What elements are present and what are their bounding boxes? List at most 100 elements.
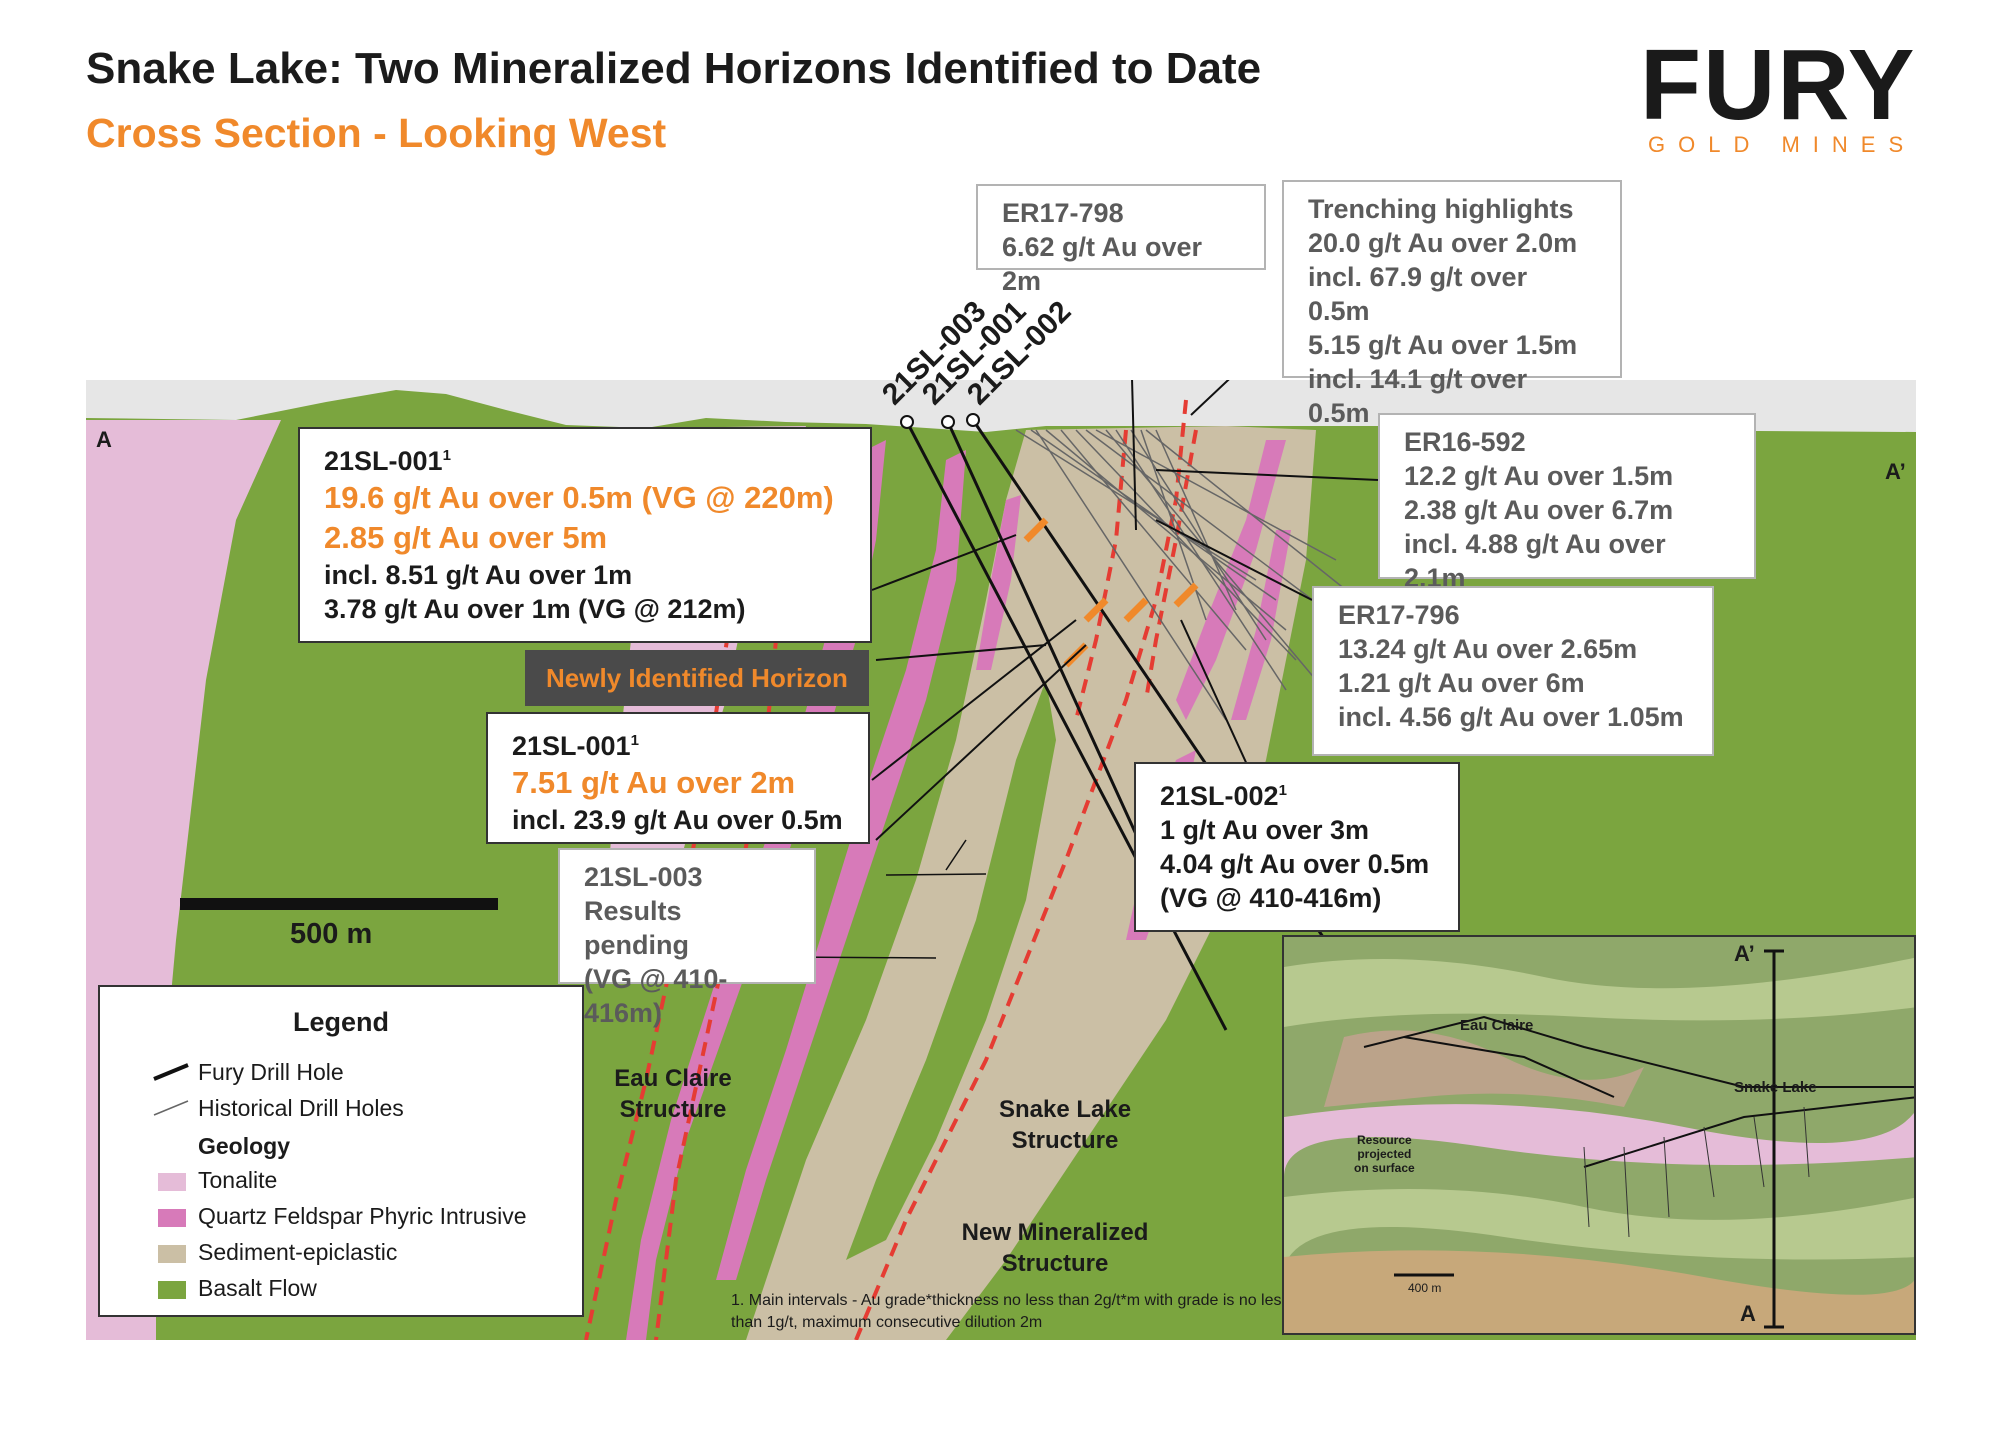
page-title: Snake Lake: Two Mineralized Horizons Ide… bbox=[86, 44, 1262, 93]
callout-line: 20.0 g/t Au over 2.0m bbox=[1308, 228, 1578, 258]
callout-21sl-002: 21SL-0021 1 g/t Au over 3m 4.04 g/t Au o… bbox=[1134, 762, 1460, 932]
structure-label-new-mineralized: New Mineralized Structure bbox=[950, 1217, 1160, 1279]
inset-label-eau-claire: Eau Claire bbox=[1460, 1017, 1534, 1034]
callout-title: Trenching highlights bbox=[1308, 194, 1574, 224]
footnote: 1. Main intervals - Au grade*thickness n… bbox=[731, 1292, 1290, 1331]
qfp-intrusive-stripe bbox=[976, 495, 1021, 670]
callout-line: 3.78 g/t Au over 1m (VG @ 212m) bbox=[324, 594, 746, 624]
legend-item-qfp: Quartz Feldspar Phyric Intrusive bbox=[198, 1203, 527, 1229]
structure-label-line: Structure bbox=[1001, 1250, 1109, 1277]
legend-swatch-sediment bbox=[158, 1245, 186, 1263]
callout-21sl-001-lower: 21SL-0011 7.51 g/t Au over 2m incl. 23.9… bbox=[486, 712, 870, 844]
callout-title: ER16-592 bbox=[1404, 427, 1526, 457]
collar-21sl-003 bbox=[900, 415, 914, 429]
callout-title: 21SL-001 bbox=[512, 731, 631, 761]
logo-wordmark: FURY bbox=[1640, 29, 1917, 141]
structure-label-line: Structure bbox=[1011, 1127, 1119, 1154]
callout-title: ER17-796 bbox=[1338, 600, 1460, 630]
callout-line: 4.04 g/t Au over 0.5m bbox=[1160, 849, 1430, 879]
callout-title: 21SL-003 bbox=[584, 862, 703, 892]
legend-item-tonalite: Tonalite bbox=[198, 1167, 278, 1193]
fault-upper bbox=[1144, 429, 1198, 701]
callout-line: incl. 4.88 g/t Au over 2.1m bbox=[1404, 529, 1666, 593]
callout-line: 1.21 g/t Au over 6m bbox=[1338, 668, 1585, 698]
page-subtitle: Cross Section - Looking West bbox=[86, 110, 667, 156]
inset-location-map: A’ A Eau Claire Snake Lake Resource proj… bbox=[1282, 935, 1916, 1335]
inset-note-line: Resource bbox=[1356, 1133, 1412, 1147]
collar-21sl-002 bbox=[966, 413, 980, 427]
callout-line: incl. 8.51 g/t Au over 1m bbox=[324, 560, 633, 590]
callout-21sl-001-upper: 21SL-0011 19.6 g/t Au over 0.5m (VG @ 22… bbox=[298, 427, 872, 643]
callout-line: 6.62 g/t Au over 2m bbox=[1002, 232, 1203, 296]
legend-item-fury-drill-hole: Fury Drill Hole bbox=[198, 1059, 344, 1085]
footnote-marker: 1 bbox=[630, 732, 639, 749]
footnote-marker: 1 bbox=[1278, 782, 1287, 799]
callout-line: incl. 14.1 g/t over 0.5m bbox=[1308, 364, 1528, 428]
callout-trenching: Trenching highlights 20.0 g/t Au over 2.… bbox=[1282, 180, 1622, 428]
callout-line: 12.2 g/t Au over 1.5m bbox=[1404, 461, 1674, 491]
section-label-a-prime: A’ bbox=[1885, 459, 1906, 484]
legend-historical-drill-hole-symbol bbox=[153, 1100, 189, 1116]
structure-label-line: Structure bbox=[619, 1096, 727, 1123]
legend-item-sediment: Sediment-epiclastic bbox=[198, 1239, 398, 1265]
collar-21sl-001 bbox=[941, 415, 955, 429]
callout-line: incl. 67.9 g/t over 0.5m bbox=[1308, 262, 1528, 326]
basalt-stripe bbox=[846, 680, 1056, 1260]
qfp-intrusive-stripe bbox=[1231, 530, 1291, 720]
callout-er17-796: ER17-796 13.24 g/t Au over 2.65m 1.21 g/… bbox=[1312, 586, 1714, 756]
callout-21sl-003: 21SL-003 Results pending (VG @ 410-416m) bbox=[558, 848, 816, 1028]
callout-line: incl. 4.56 g/t Au over 1.05m bbox=[1338, 702, 1684, 732]
scale-bar-label: 500 m bbox=[290, 918, 373, 950]
inset-label-a: A bbox=[1740, 1301, 1756, 1326]
drill-hole-21sl-001 bbox=[946, 421, 1168, 901]
callout-highlight: 2.85 g/t Au over 5m bbox=[324, 520, 608, 555]
callout-line: 5.15 g/t Au over 1.5m bbox=[1308, 330, 1578, 360]
structure-label-line: Snake Lake bbox=[998, 1096, 1132, 1123]
callout-line: Results pending bbox=[584, 896, 689, 960]
qfp-intrusive-stripe bbox=[1176, 440, 1286, 720]
legend-item-basalt: Basalt Flow bbox=[198, 1275, 317, 1301]
legend-swatch-tonalite bbox=[158, 1173, 186, 1191]
footnote-marker: 1 bbox=[442, 447, 451, 464]
legend-title: Legend bbox=[292, 1007, 389, 1037]
fault-upper bbox=[1074, 429, 1128, 721]
newly-identified-horizon-label: Newly Identified Horizon bbox=[525, 650, 869, 706]
structure-label-eau-claire: Eau Claire Structure bbox=[608, 1063, 738, 1125]
structure-label-snake-lake: Snake Lake Structure bbox=[980, 1094, 1150, 1156]
callout-line: incl. 23.9 g/t Au over 0.5m bbox=[512, 805, 843, 835]
structure-label-line: Eau Claire bbox=[614, 1065, 732, 1092]
legend-fury-drill-hole-symbol bbox=[153, 1063, 189, 1081]
sediment-epiclastic-unit bbox=[746, 426, 1316, 1340]
callout-title: 21SL-002 bbox=[1160, 781, 1279, 811]
historical-drill-holes bbox=[1015, 429, 1347, 721]
callout-line: (VG @ 410-416m) bbox=[1160, 883, 1382, 913]
legend-swatch-qfp bbox=[158, 1209, 186, 1227]
scale-bar bbox=[180, 898, 498, 910]
company-logo: FURY GOLD MINES bbox=[1640, 29, 1930, 157]
callout-title: ER17-798 bbox=[1002, 198, 1124, 228]
section-label-a: A bbox=[96, 427, 112, 452]
callout-highlight: 19.6 g/t Au over 0.5m (VG @ 220m) bbox=[324, 480, 834, 515]
callout-title: 21SL-001 bbox=[324, 446, 443, 476]
legend-swatch-basalt bbox=[158, 1281, 186, 1299]
inset-note-line: projected bbox=[1357, 1147, 1412, 1161]
qfp-intrusive-stripe bbox=[716, 450, 966, 1280]
legend-geology-heading: Geology bbox=[198, 1133, 291, 1159]
inset-resource-note: Resource projected on surface bbox=[1354, 1133, 1415, 1175]
callout-er16-592: ER16-592 12.2 g/t Au over 1.5m 2.38 g/t … bbox=[1378, 413, 1756, 593]
legend-item-historical-drill-holes: Historical Drill Holes bbox=[198, 1095, 404, 1121]
inset-note-line: on surface bbox=[1354, 1161, 1415, 1175]
inset-scale-label: 400 m bbox=[1408, 1281, 1442, 1295]
callout-line: (VG @ 410-416m) bbox=[584, 964, 728, 1028]
callout-line: 13.24 g/t Au over 2.65m bbox=[1338, 634, 1638, 664]
logo-tagline: GOLD MINES bbox=[1648, 132, 1917, 157]
callout-highlight: 7.51 g/t Au over 2m bbox=[512, 765, 796, 800]
inset-label-a-prime: A’ bbox=[1734, 941, 1755, 966]
callout-line: 2.38 g/t Au over 6.7m bbox=[1404, 495, 1674, 525]
legend: Legend Fury Drill Hole Historical Drill … bbox=[98, 985, 584, 1317]
inset-label-snake-lake: Snake Lake bbox=[1734, 1079, 1817, 1096]
callout-er17-798: ER17-798 6.62 g/t Au over 2m bbox=[976, 184, 1266, 296]
structure-label-line: New Mineralized bbox=[961, 1219, 1149, 1246]
callout-line: 1 g/t Au over 3m bbox=[1160, 815, 1370, 845]
inset-map-drawing bbox=[1284, 937, 1914, 1333]
